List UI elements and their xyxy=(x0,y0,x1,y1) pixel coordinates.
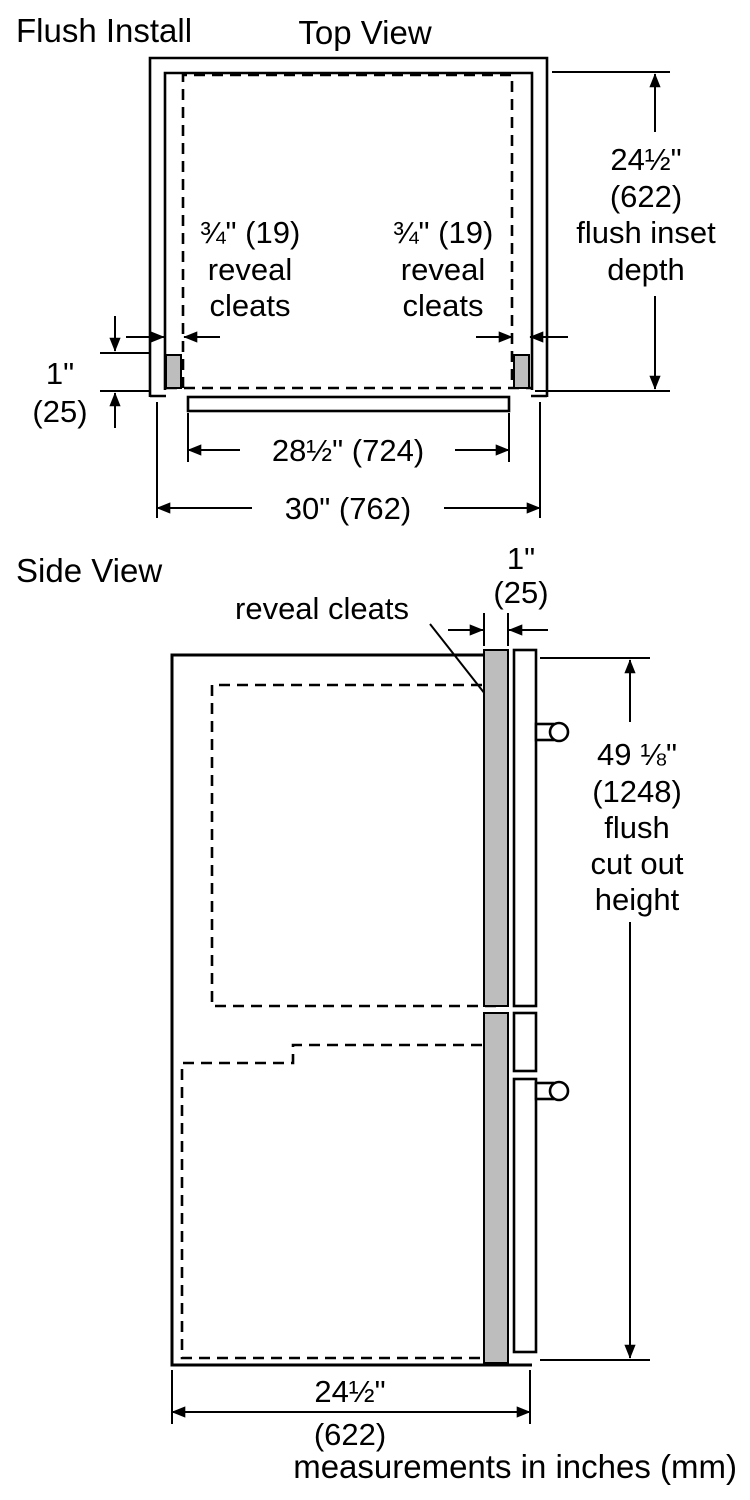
mid-door-panel xyxy=(512,1011,538,1073)
cutout-height-mm: (1248) xyxy=(592,774,682,809)
side-cleat-strip-upper xyxy=(483,649,509,1007)
cleat-width-extension-lines xyxy=(483,613,509,646)
side-lower-dashed-outline xyxy=(180,1043,500,1360)
lower-door-panel xyxy=(512,1077,538,1354)
top-cabinet-inner-wall xyxy=(163,71,534,390)
cutout-height-desc1: flush xyxy=(604,810,669,845)
side-view: Side View reveal cleats 1" (25) 49 ⅛" (1… xyxy=(16,541,684,1452)
side-reveal-extension-lines xyxy=(100,352,150,392)
reveal-dim-left-value: ¾" (19) xyxy=(200,215,301,250)
side-upper-dashed-outline xyxy=(210,683,500,1008)
reveal-cleats-label: reveal cleats xyxy=(235,591,409,626)
page-title: Flush Install xyxy=(16,12,192,49)
bottom-depth-inches: 24½" xyxy=(314,1374,385,1409)
reveal-dim-right-word1: reveal xyxy=(401,252,485,287)
inset-depth-extension-lines xyxy=(535,71,670,392)
outer-width-extension-lines xyxy=(156,402,541,518)
bottom-depth-mm: (622) xyxy=(314,1417,386,1452)
upper-door-handle-knob xyxy=(548,721,570,743)
appliance-front xyxy=(186,395,511,413)
cutout-height-extension-lines xyxy=(540,657,650,1361)
top-view: Flush Install Top View ¾" (19) reveal cl… xyxy=(16,12,716,526)
side-cabinet-outline xyxy=(170,653,532,1367)
side-cleat-strip-lower xyxy=(483,1012,509,1364)
side-reveal-mm: (25) xyxy=(32,394,87,429)
top-view-label: Top View xyxy=(298,14,431,51)
top-cutout-dashed-outline xyxy=(181,73,514,388)
cleat-width-inches: 1" xyxy=(507,541,535,576)
lower-door-handle-knob xyxy=(548,1080,570,1102)
inset-depth-desc1: flush inset xyxy=(576,215,716,250)
reveal-cleat-right xyxy=(513,354,530,389)
cutout-height-desc3: height xyxy=(595,882,680,917)
top-cabinet-outer-wall xyxy=(148,56,549,397)
reveal-dim-right-value: ¾" (19) xyxy=(393,215,494,250)
cutout-height-inches: 49 ⅛" xyxy=(597,737,677,772)
reveal-dim-right-word2: cleats xyxy=(403,288,484,323)
cleat-width-mm: (25) xyxy=(493,575,548,610)
inset-depth-mm: (622) xyxy=(610,179,682,214)
cutout-height-desc2: cut out xyxy=(590,846,683,881)
upper-door-panel xyxy=(512,648,538,1008)
reveal-cleat-left xyxy=(165,354,182,389)
inset-depth-desc2: depth xyxy=(607,252,685,287)
side-view-label: Side View xyxy=(16,552,162,589)
units-note: measurements in inches (mm) xyxy=(293,1448,737,1485)
side-reveal-inches: 1" xyxy=(46,356,74,391)
inner-width-value: 28½" (724) xyxy=(272,433,424,468)
outer-width-value: 30" (762) xyxy=(285,491,411,526)
reveal-dim-left-word1: reveal xyxy=(208,252,292,287)
inset-depth-inches: 24½" xyxy=(610,142,681,177)
reveal-dim-left-word2: cleats xyxy=(210,288,291,323)
